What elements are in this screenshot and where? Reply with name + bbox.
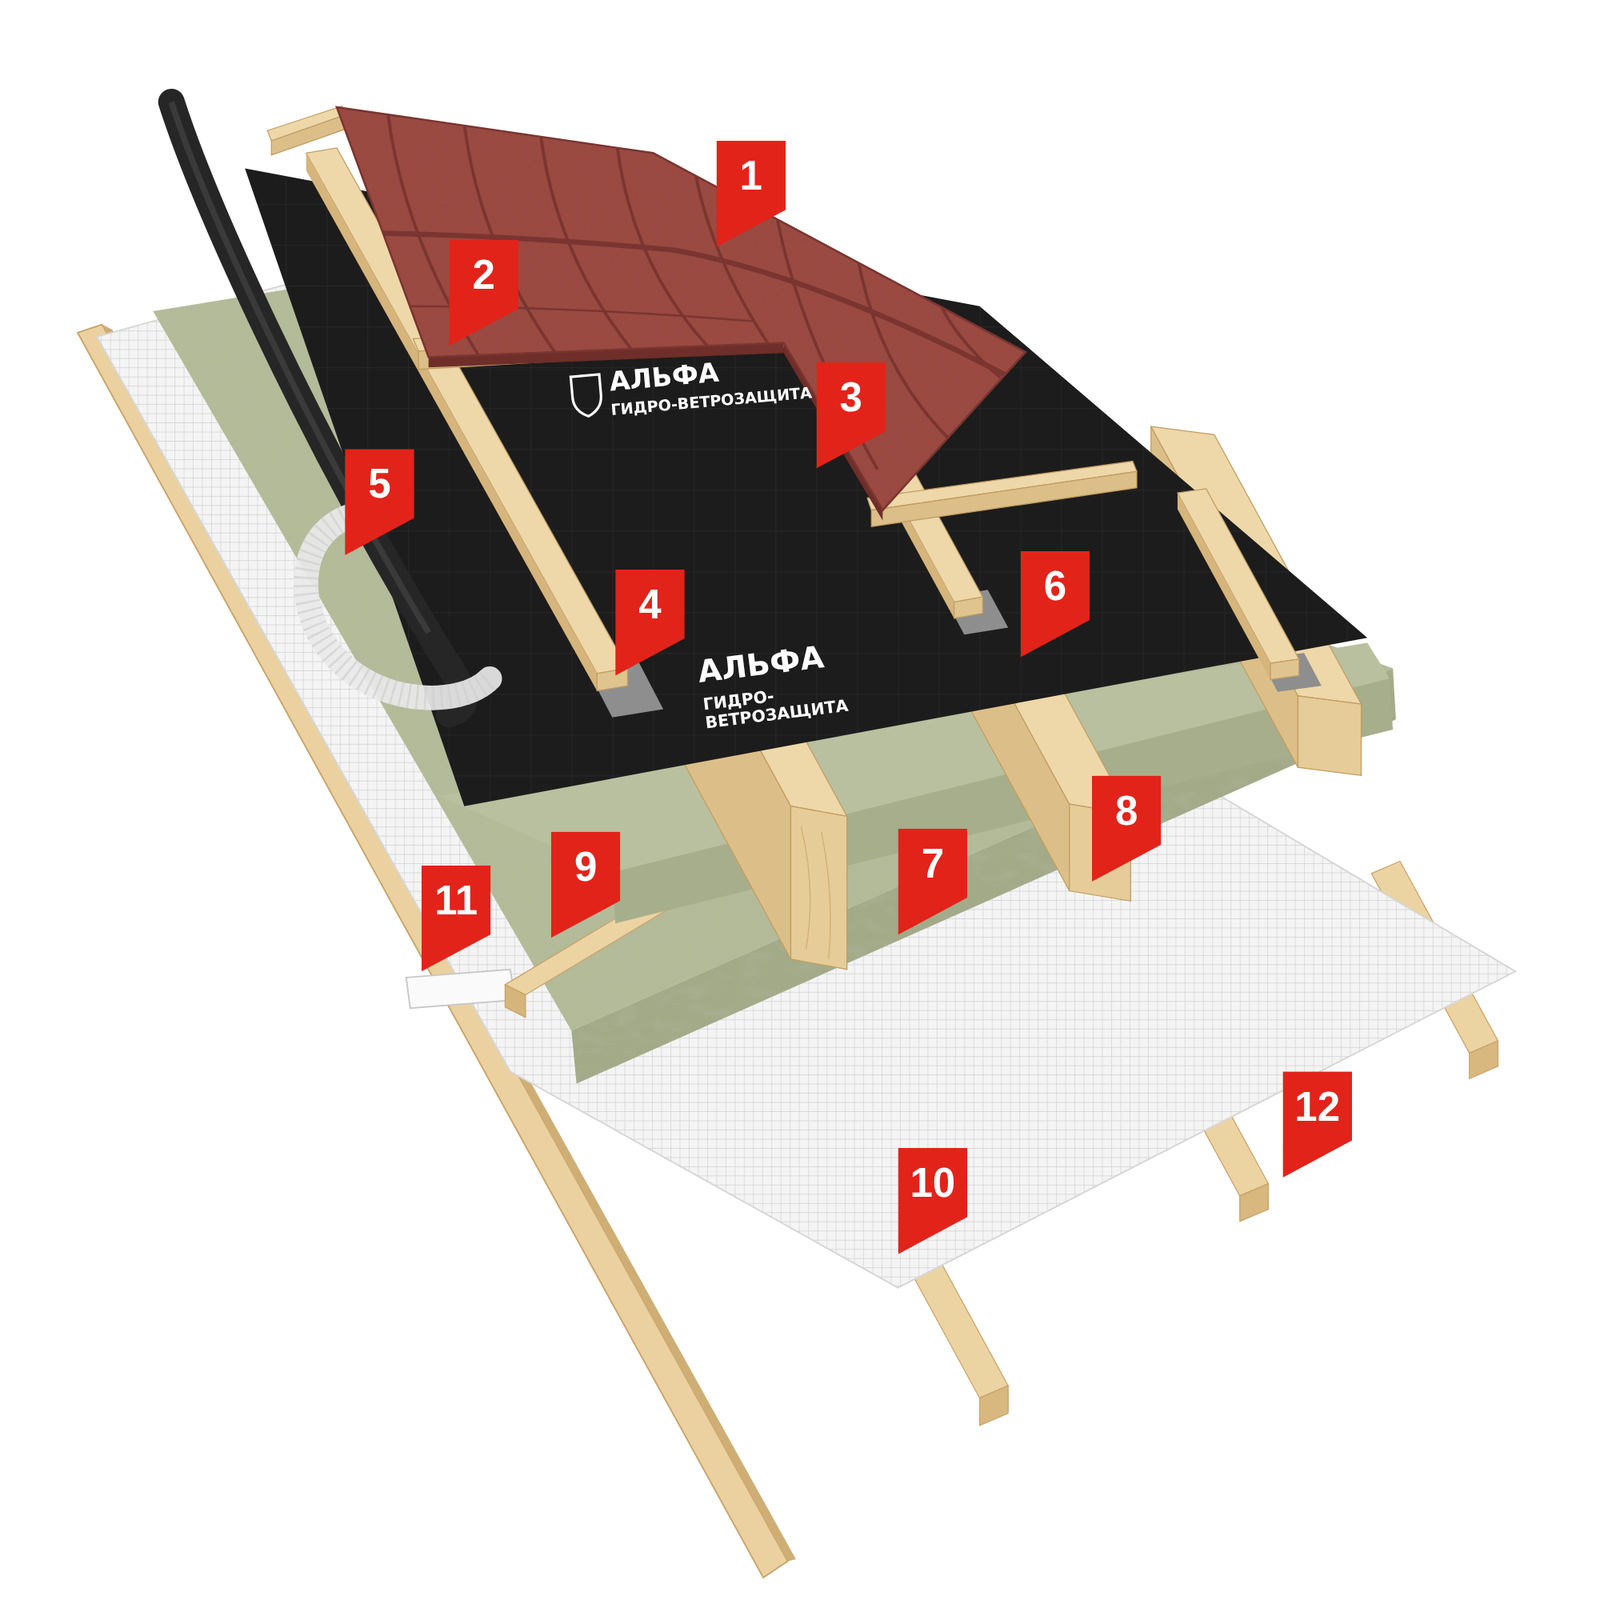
callout-number: 6: [1020, 551, 1091, 621]
callout-number: 2: [448, 240, 519, 310]
callout-number: 12: [1282, 1071, 1352, 1141]
callout-number: 3: [816, 362, 886, 432]
callout-number: 7: [897, 828, 968, 899]
callout-number: 9: [551, 832, 621, 902]
callout-number: 1: [716, 140, 786, 211]
callout-number: 5: [344, 448, 415, 519]
callout-number: 11: [421, 865, 492, 936]
callout-number: 4: [615, 569, 685, 640]
callout-number: 10: [897, 1148, 968, 1218]
callout-number: 8: [1092, 775, 1162, 845]
